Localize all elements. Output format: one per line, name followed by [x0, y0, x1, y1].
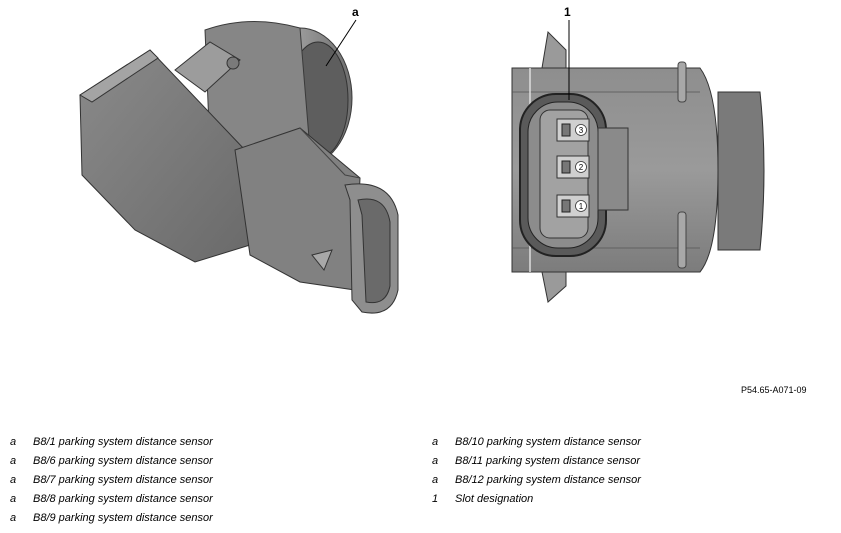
sensor-perspective-view [79, 21, 399, 314]
legend-text: B8/6 parking system distance sensor [33, 455, 213, 467]
legend-text: B8/1 parking system distance sensor [33, 436, 213, 448]
legend-key: a [10, 455, 17, 467]
legend-text: B8/9 parking system distance sensor [33, 512, 213, 524]
legend-key: a [432, 436, 439, 448]
pin-3-label: 3 [579, 126, 584, 135]
sensor-front-view: 3 2 1 [511, 30, 765, 303]
legend-text: Slot designation [455, 493, 534, 505]
pin-1-label: 1 [579, 202, 584, 211]
legend-text: B8/10 parking system distance sensor [455, 436, 641, 448]
callout-a-leader [325, 19, 357, 67]
legend-text: B8/7 parking system distance sensor [33, 474, 213, 486]
legend-text: B8/11 parking system distance sensor [455, 455, 641, 467]
legend-key: a [432, 455, 439, 467]
sensor-illustration: 3 2 1 [79, 19, 765, 314]
pin-2-label: 2 [579, 163, 584, 172]
legend-key: a [432, 474, 439, 486]
callout-a-label: a [352, 5, 359, 19]
legend-key: a [10, 493, 17, 505]
legend-text: B8/8 parking system distance sensor [33, 493, 213, 505]
legend-key: a [10, 436, 17, 448]
callout-1-label: 1 [564, 5, 571, 19]
legend-text: B8/12 parking system distance sensor [455, 474, 641, 486]
legend-key: 1 [432, 493, 439, 505]
legend-key: a [10, 512, 17, 524]
figure-id: P54.65-A071-09 [741, 385, 807, 395]
legend-key: a [10, 474, 17, 486]
